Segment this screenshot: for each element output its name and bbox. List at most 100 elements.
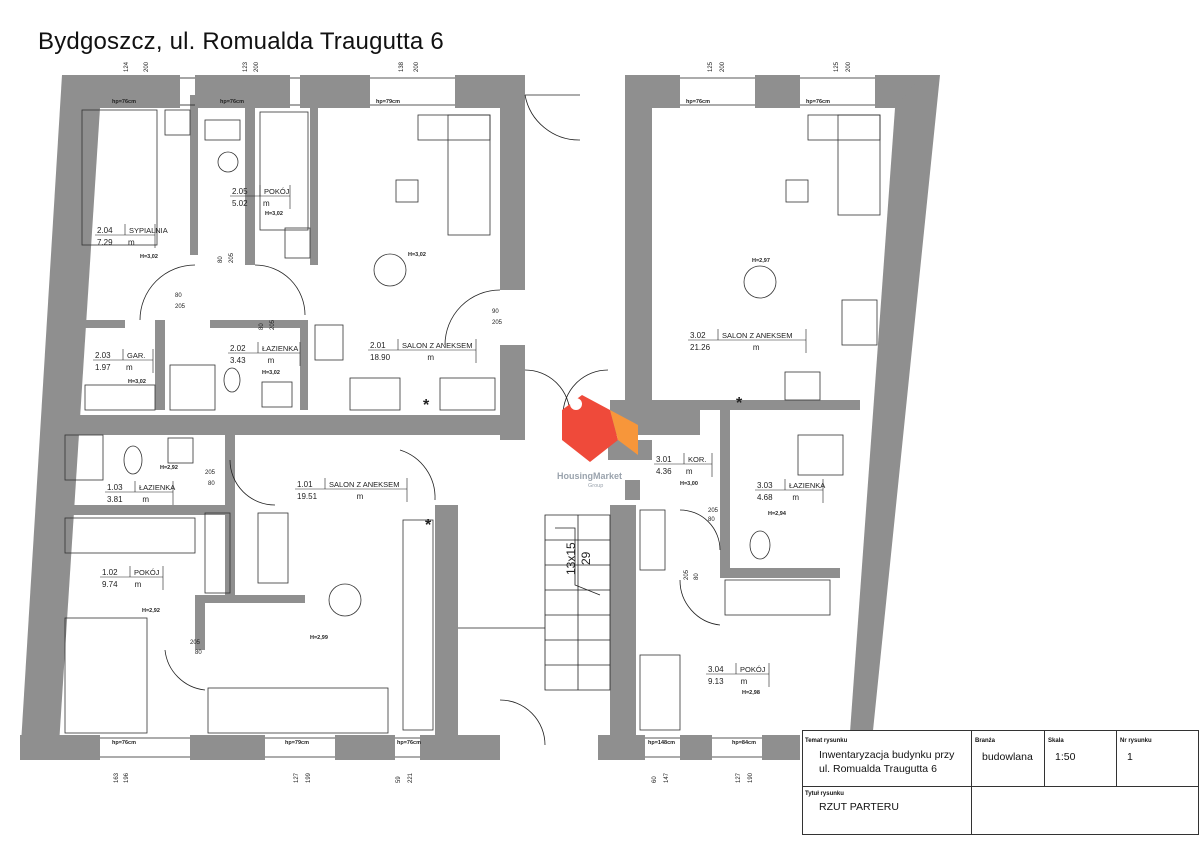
marker-star-3: *: [425, 517, 432, 534]
kitchen-1-01: [402, 519, 434, 731]
room-area-unit: m: [263, 199, 270, 208]
dim-bottom-2: 196: [124, 772, 130, 783]
dim-top-5: 138: [399, 61, 405, 72]
dim-top-4: 200: [254, 61, 260, 72]
armchair-3-02: [785, 179, 809, 203]
table-2-01: [373, 253, 407, 287]
wall-10: [20, 735, 100, 760]
room-area: 3.43: [230, 356, 246, 365]
room-label-frame: [368, 339, 477, 363]
sofa-back-3-02: [807, 114, 881, 141]
window-label-10: hp=84cm: [732, 740, 756, 746]
stairs-depth: 29: [579, 551, 593, 565]
room-number: 2.02: [230, 344, 246, 353]
wall-11: [190, 735, 265, 760]
dim-door-13: 205: [708, 508, 719, 514]
dim-door-9: 205: [205, 470, 216, 476]
window-label-7: hp=79cm: [285, 740, 309, 746]
stairs-label: 13x15: [564, 542, 578, 575]
dim-top-6: 200: [414, 61, 420, 72]
dim-door-3: 80: [218, 256, 224, 263]
shower-1-03: [64, 434, 104, 481]
desk-2-05: [204, 119, 241, 141]
room-number: 3.02: [690, 331, 706, 340]
dim-top-7: 125: [708, 61, 714, 72]
furniture: [64, 109, 881, 734]
room-height: H=3,02: [408, 252, 426, 258]
room-area: 3.81: [107, 495, 123, 504]
room-area: 19.51: [297, 492, 318, 501]
wall-32: [225, 430, 235, 595]
dim-door-14: 80: [708, 517, 715, 523]
wall-24: [435, 505, 458, 740]
door-swing-12: [499, 699, 546, 746]
wall-15: [680, 735, 712, 760]
dim-door-10: 80: [208, 481, 215, 487]
window-label-5: hp=76cm: [806, 99, 830, 105]
door-swing-11: [679, 579, 721, 626]
room-area-unit: m: [741, 677, 748, 686]
dim-door-7: 90: [492, 309, 499, 315]
room-number: 2.03: [95, 351, 111, 360]
branch-value: budowlana: [982, 751, 1033, 763]
wall-26: [245, 95, 255, 265]
room-area-unit: m: [135, 580, 142, 589]
shower-2-02: [169, 364, 216, 411]
cabinet-2-04: [164, 109, 191, 136]
wall-36: [210, 320, 305, 328]
room-label-frame: [100, 566, 164, 590]
room-area-unit: m: [126, 363, 133, 372]
wall-12: [335, 735, 395, 760]
room-number: 1.02: [102, 568, 118, 577]
door-swing-4: [524, 94, 581, 141]
door-swing-3: [444, 289, 501, 346]
wall-19: [625, 75, 652, 435]
door-swing-8: [399, 449, 436, 501]
dim-door-2: 205: [175, 304, 186, 310]
dim-door-5: 80: [259, 323, 265, 330]
room-label-frame: [706, 663, 770, 687]
wardrobe-1-02: [64, 517, 196, 554]
room-name: ŁAZIENKA: [262, 344, 298, 353]
sofa-1-01: [207, 687, 389, 734]
room-name: SYPIALNIA: [129, 226, 168, 235]
title-block: Temat rysunku Inwentaryzacja budynku prz…: [802, 730, 1199, 835]
dim-door-1: 80: [175, 293, 182, 299]
page-title: Bydgoszcz, ul. Romualda Traugutta 6: [38, 28, 444, 55]
staircase: [544, 514, 611, 691]
title-block-branch: Branża budowlana: [971, 731, 1044, 786]
number-value: 1: [1127, 751, 1133, 763]
shower-3-03: [797, 434, 844, 476]
toilet-3-03: [749, 530, 771, 560]
room-label-frame: [654, 453, 713, 477]
room-area-unit: m: [128, 238, 135, 247]
logo-dot: [570, 398, 582, 410]
title-block-empty: [971, 786, 1199, 835]
door-swing-9: [164, 649, 206, 691]
window-label-9: hp=148cm: [648, 740, 675, 746]
room-height: H=3,02: [265, 211, 283, 217]
room-label-frame: [755, 479, 824, 503]
wall-6: [755, 75, 800, 108]
wall-33: [720, 410, 730, 578]
sofa-2-01: [447, 114, 491, 236]
room-height: H=3,02: [128, 379, 146, 385]
dim-bottom-9: 127: [736, 772, 742, 783]
room-number: 1.03: [107, 483, 123, 492]
wall-8: [20, 75, 100, 760]
scale-value: 1:50: [1055, 751, 1076, 763]
room-label-frame: [230, 185, 291, 209]
room-label-frame: [688, 329, 807, 353]
room-area: 7.29: [97, 238, 113, 247]
window-label-8: hp=76cm: [397, 740, 421, 746]
sofa-back-2-01: [417, 114, 491, 141]
window-label-1: hp=76cm: [112, 99, 136, 105]
room-label-frame: [95, 224, 156, 248]
